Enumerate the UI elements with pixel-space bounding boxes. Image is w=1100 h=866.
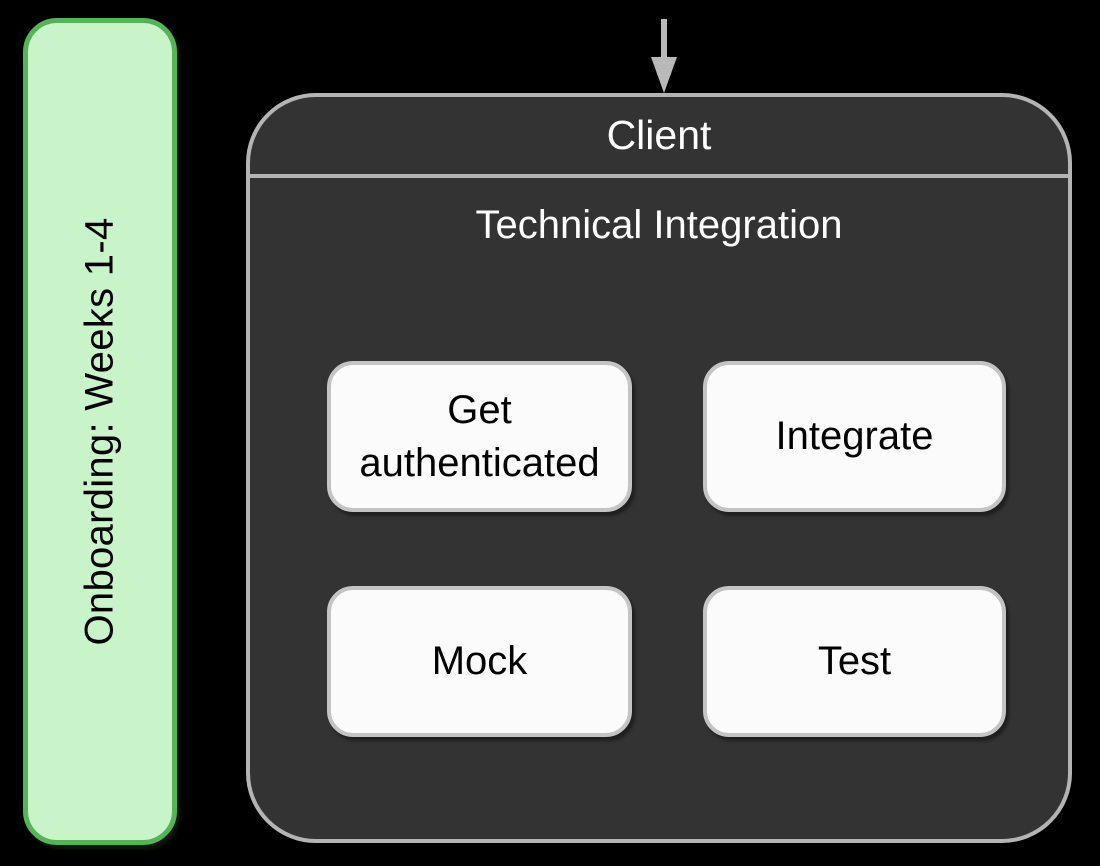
technical-integration-title: Technical Integration bbox=[475, 203, 843, 247]
node-mock-label: Mock bbox=[431, 639, 528, 684]
onboarding-lane-label: Onboarding: Weeks 1-4 bbox=[77, 217, 122, 646]
client-title: Client bbox=[606, 112, 712, 158]
node-mock: Mock bbox=[327, 586, 632, 737]
node-integrate: Integrate bbox=[703, 361, 1006, 512]
node-get-authenticated-label: Get authenticated bbox=[359, 387, 600, 485]
down-arrow-head bbox=[651, 57, 677, 93]
node-get-authenticated: Get authenticated bbox=[327, 361, 632, 512]
node-test: Test bbox=[703, 586, 1006, 737]
down-arrow-shaft bbox=[661, 19, 667, 60]
node-integrate-label: Integrate bbox=[775, 414, 934, 459]
client-container: Client Technical Integration Get authent… bbox=[246, 93, 1072, 843]
down-arrow-icon bbox=[651, 19, 677, 93]
node-test-label: Test bbox=[817, 639, 892, 684]
client-header: Client bbox=[250, 97, 1068, 178]
onboarding-lane: Onboarding: Weeks 1-4 bbox=[23, 18, 177, 845]
